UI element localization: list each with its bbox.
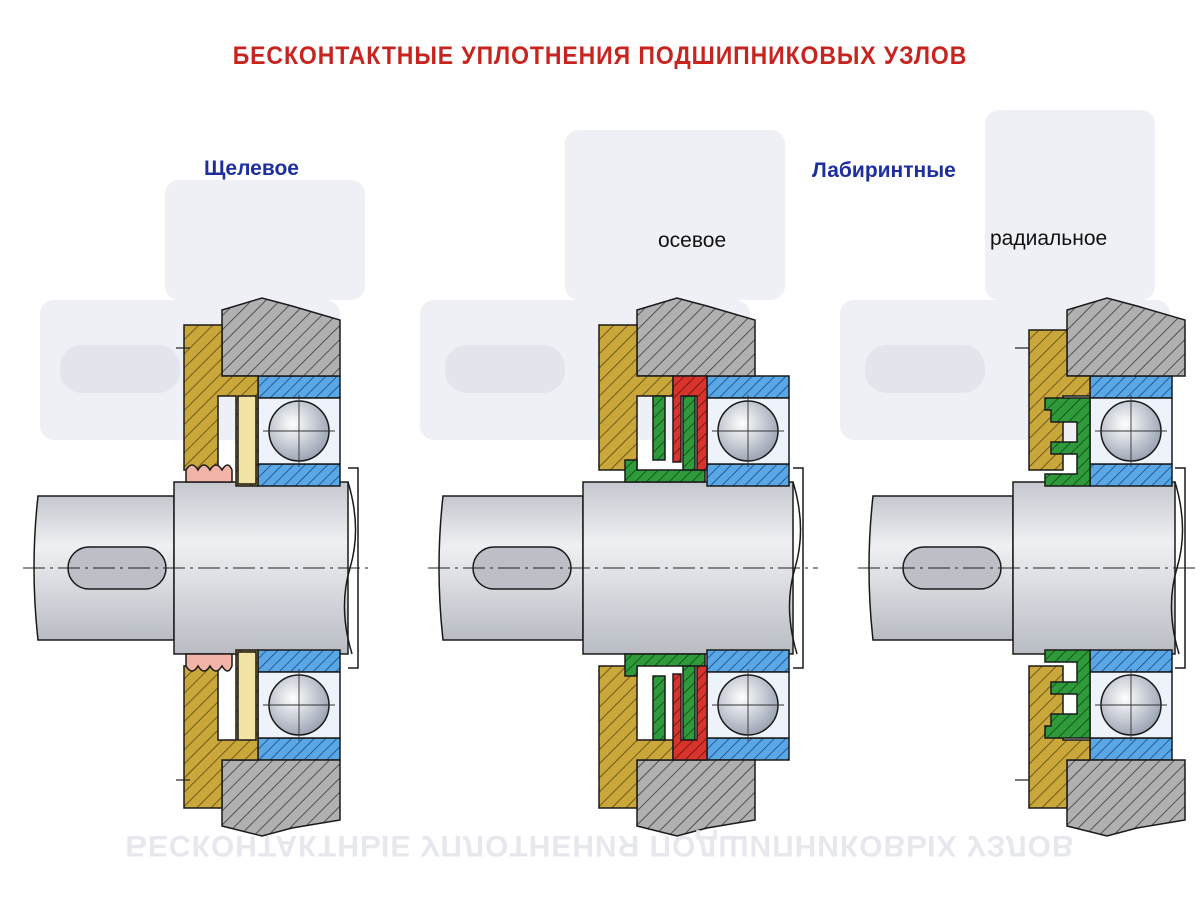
key-slot <box>67 546 167 590</box>
rotating-ring-top <box>672 375 708 471</box>
ghost-keyslot <box>445 345 565 393</box>
housing-bottom <box>221 759 341 837</box>
bearing-inner-ring <box>1089 737 1173 761</box>
ghost-block <box>165 180 365 300</box>
ghost-block <box>985 110 1155 300</box>
radial-labyrinth-bottom <box>1044 649 1091 739</box>
page-title: БЕСКОНТАКТНЫЕ УПЛОТНЕНИЯ ПОДШИПНИКОВЫХ У… <box>232 42 968 70</box>
ghost-keyslot <box>865 345 985 393</box>
bearing-outer-ring <box>1089 649 1173 673</box>
radial-labyrinth-seal-assembly <box>858 297 1200 837</box>
label-labyrinth-seals: Лабиринтные <box>812 159 956 182</box>
bearing-outer-ring <box>257 649 341 673</box>
oil-grooves-top <box>185 464 233 483</box>
bearing-inner-ring <box>706 737 790 761</box>
bearing-outer-ring <box>706 649 790 673</box>
label-slot-seal: Щелевое <box>204 157 299 180</box>
bearing-outer-ring <box>706 375 790 399</box>
labyrinth-fins-top <box>652 395 696 471</box>
slot-gap-top <box>237 395 257 485</box>
mirrored-ghost-title: БЕСКОНТАКТНЫЕ УПЛОТНЕНИЯ ПОДШИПНИКОВЫХ У… <box>125 829 1075 862</box>
label-axial: осевое <box>658 229 727 252</box>
oil-grooves-bottom <box>185 653 233 672</box>
label-radial: радиальное <box>990 227 1108 250</box>
bearing-outer-ring <box>1089 375 1173 399</box>
slot-gap-bottom <box>237 651 257 741</box>
housing-bottom <box>1066 759 1186 837</box>
radial-labyrinth-top <box>1044 397 1091 487</box>
slot-seal-assembly <box>23 297 373 837</box>
housing-bottom <box>636 759 756 837</box>
shaft-shoulder <box>793 467 804 669</box>
key-slot <box>902 546 1002 590</box>
key-slot <box>472 546 572 590</box>
bearing-inner-ring <box>1089 463 1173 487</box>
ghost-block <box>565 130 785 300</box>
bearing-inner-ring <box>257 463 341 487</box>
rotating-ring-bottom <box>672 665 708 761</box>
ghost-keyslot <box>60 345 180 393</box>
bearing-inner-ring <box>706 463 790 487</box>
axial-labyrinth-seal-assembly <box>428 297 818 837</box>
bearing-outer-ring <box>257 375 341 399</box>
bearing-inner-ring <box>257 737 341 761</box>
background-ghost-layer <box>40 110 1170 440</box>
